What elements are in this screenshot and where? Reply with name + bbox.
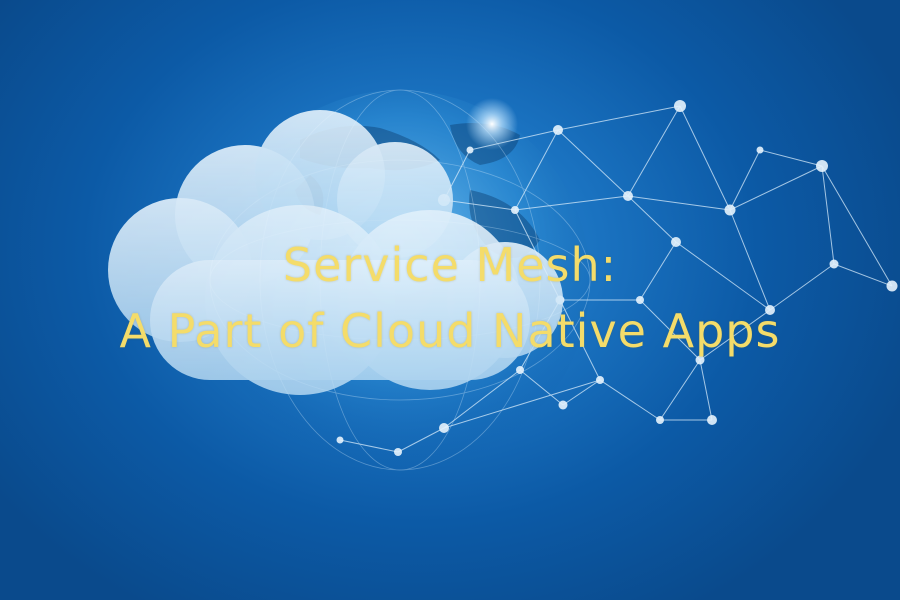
title-line-1: Service Mesh: xyxy=(282,238,618,292)
network-graph-icon xyxy=(339,105,893,453)
title-line-2: A Part of Cloud Native Apps xyxy=(119,304,781,358)
page-title: Service Mesh: A Part of Cloud Native App… xyxy=(0,232,900,364)
cloud-icon xyxy=(108,110,563,395)
